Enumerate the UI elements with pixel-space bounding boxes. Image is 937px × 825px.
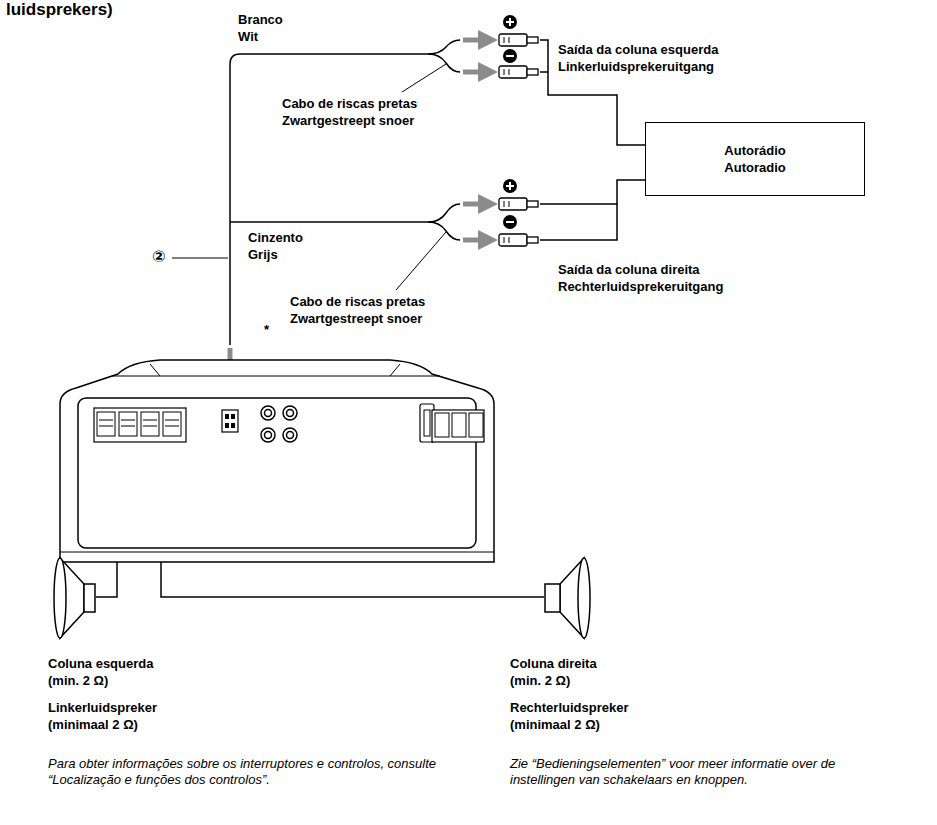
note-text: Para obter informações sobre os interrup… xyxy=(48,756,440,788)
leader-line xyxy=(396,232,446,290)
right-speaker xyxy=(545,558,590,638)
leader-line xyxy=(402,64,446,92)
output-label: Saída da coluna esquerda xyxy=(558,42,718,58)
leader-line xyxy=(172,258,228,259)
wire-colour: Branco xyxy=(238,12,283,28)
callout-number: ② xyxy=(152,249,166,265)
insert-arrows xyxy=(106,40,488,480)
wire-colour: Grijs xyxy=(248,247,278,263)
speaker-label: Coluna esquerda xyxy=(48,656,153,672)
speaker-label: Rechterluidspreker xyxy=(510,700,629,716)
page-heading: luidsprekers) xyxy=(6,0,113,20)
cable-label: Zwartgestreept snoer xyxy=(290,311,422,327)
amplifier xyxy=(60,360,494,562)
output-wire xyxy=(540,71,548,73)
speaker-label: (minimaal 2 Ω) xyxy=(510,717,600,733)
cable-label: Cabo de riscas pretas xyxy=(290,294,425,310)
wire-fork xyxy=(428,222,460,240)
wire-colour: Wit xyxy=(238,29,258,45)
white-wire xyxy=(230,54,428,345)
wire-fork xyxy=(428,204,460,222)
cable-label: Zwartgestreept snoer xyxy=(282,113,414,129)
grey-wire xyxy=(230,221,428,223)
speaker-label: Coluna direita xyxy=(510,656,597,672)
output-label: Saída da coluna direita xyxy=(558,262,700,278)
speaker-label: Linkerluidspreker xyxy=(48,700,157,716)
cable-label: Cabo de riscas pretas xyxy=(282,96,417,112)
speaker-label: (min. 2 Ω) xyxy=(510,673,570,689)
left-speaker xyxy=(54,558,95,638)
footnote-mark: * xyxy=(264,322,269,338)
wire-fork xyxy=(428,54,460,72)
note-text: Zie “Bedieningselementen” voor meer info… xyxy=(510,756,902,788)
node-text: Autoradio xyxy=(724,159,785,176)
wire-colour: Cinzento xyxy=(248,230,303,246)
output-wire xyxy=(540,204,617,240)
output-label: Linkerluidsprekeruitgang xyxy=(558,59,714,75)
rca-plugs xyxy=(499,15,538,246)
speaker-label: (minimaal 2 Ω) xyxy=(48,717,138,733)
output-label: Rechterluidsprekeruitgang xyxy=(558,279,723,295)
wire-fork xyxy=(428,40,460,54)
node-text: Autorádio xyxy=(724,142,785,159)
output-wire xyxy=(540,180,645,204)
car-radio-box: AutorádioAutoradio xyxy=(645,122,865,196)
speaker-label: (min. 2 Ω) xyxy=(48,673,108,689)
